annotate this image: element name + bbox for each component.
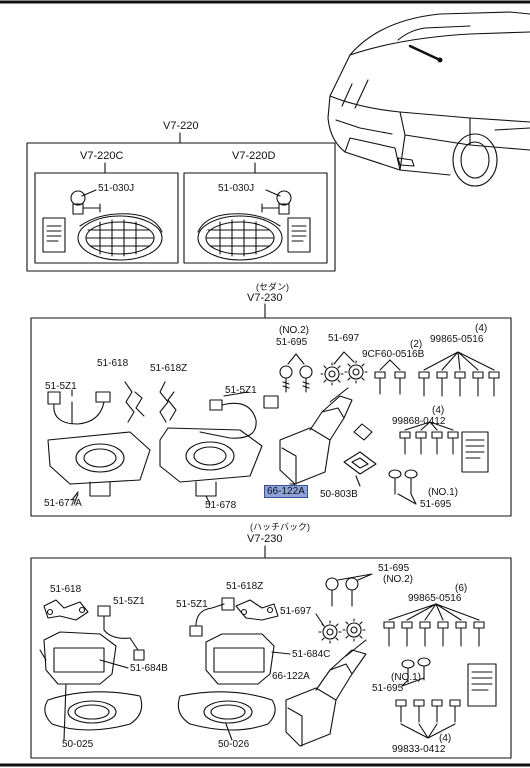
label-bulb-right: 51-030J	[218, 183, 255, 194]
label-hatch-50-026: 50-026	[218, 739, 250, 750]
label-sedan-51-5z1-b: 51-5Z1	[225, 385, 257, 396]
label-hatch-qty6: (6)	[455, 583, 468, 594]
label-hatch-66-122a: 66-122A	[272, 671, 310, 682]
label-hatch-51-684b: 51-684B	[130, 663, 168, 674]
label-sedan-66-122a-highlight: 66-122A	[264, 485, 308, 498]
label-sedan-note: (セダン)	[256, 282, 289, 292]
label-v7-220: V7-220	[163, 120, 199, 132]
label-bulb-left: 51-030J	[98, 183, 135, 194]
label-sedan-no1: (NO.1)	[428, 487, 458, 498]
label-sedan-99865: 99865-0516	[430, 334, 484, 345]
label-hatch-50-025: 50-025	[62, 739, 94, 750]
label-hatch-51-684c: 51-684C	[292, 649, 331, 660]
label-sedan-99868: 99868-0412	[392, 416, 446, 427]
group-v7-220	[26, 132, 336, 272]
label-hatch-99865: 99865-0516	[408, 593, 462, 604]
label-sedan-51-678: 51-678	[205, 500, 237, 511]
label-sedan-51-618z: 51-618Z	[150, 363, 188, 374]
label-sedan-qty4a: (4)	[475, 323, 488, 334]
label-hatch-no1: (NO.1)	[391, 672, 421, 683]
label-hatch-code: V7-230	[247, 533, 283, 545]
label-sedan-qty2: (2)	[410, 339, 423, 350]
group-sedan	[30, 303, 512, 517]
label-hatch-51-695-b: 51-695	[372, 683, 404, 694]
label-hatch-51-618: 51-618	[50, 584, 82, 595]
label-sedan-51-5z1-a: 51-5Z1	[45, 381, 77, 392]
label-sedan-9cf60: 9CF60-0516B	[362, 349, 425, 360]
label-hatch-note: (ハッチバック)	[250, 522, 310, 532]
label-v7-220c: V7-220C	[80, 150, 124, 162]
label-sedan-51-695-b: 51-695	[420, 499, 452, 510]
label-hatch-qty4: (4)	[439, 733, 452, 744]
label-sedan-51-697: 51-697	[328, 333, 360, 344]
car-illustration	[327, 11, 530, 187]
label-hatch-51-618z: 51-618Z	[226, 581, 264, 592]
label-hatch-51-697: 51-697	[280, 606, 312, 617]
label-hatch-no2: (NO.2)	[383, 574, 413, 585]
label-sedan-no2: (NO.2)	[279, 325, 309, 336]
label-hatch-99833: 99833-0412	[392, 744, 446, 755]
label-sedan-51-618: 51-618	[97, 358, 129, 369]
group-hatchback	[30, 545, 512, 759]
label-sedan-51-677a: 51-677A	[44, 498, 82, 509]
label-sedan-qty4b: (4)	[432, 405, 445, 416]
label-hatch-51-5z1-a: 51-5Z1	[113, 596, 145, 607]
label-v7-220d: V7-220D	[232, 150, 276, 162]
label-sedan-51-695-a: 51-695	[276, 337, 308, 348]
label-sedan-code: V7-230	[247, 292, 283, 304]
label-hatch-51-695-a: 51-695	[378, 563, 410, 574]
label-hatch-51-5z1-b: 51-5Z1	[176, 599, 208, 610]
label-sedan-50-803b: 50-803B	[320, 489, 358, 500]
